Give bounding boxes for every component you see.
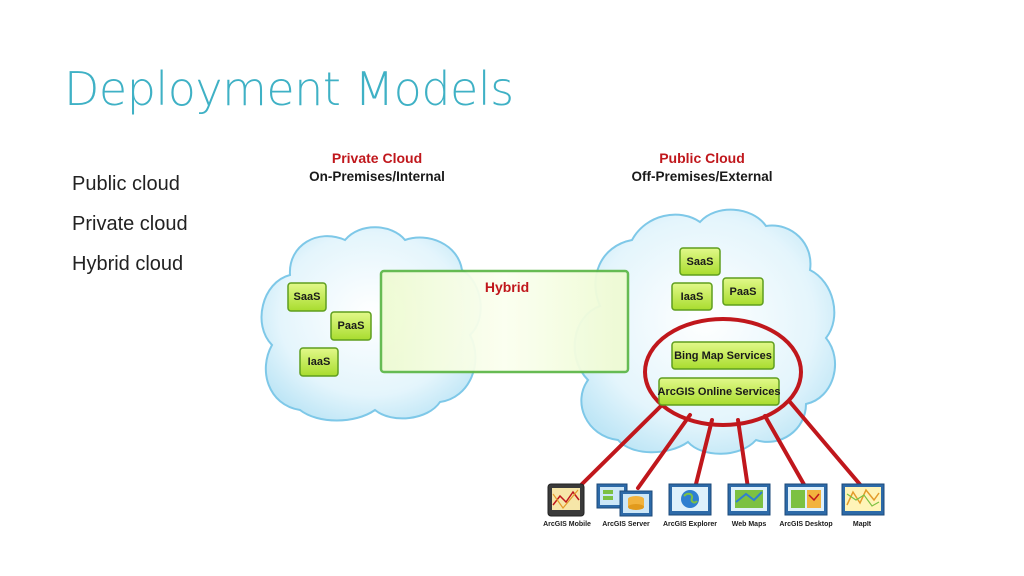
client-arcgis-explorer: ArcGIS Explorer bbox=[663, 483, 717, 528]
public-cloud-title: Public Cloud bbox=[659, 150, 745, 166]
public-saas-box: SaaS bbox=[679, 247, 721, 276]
svg-text:Web Maps: Web Maps bbox=[732, 521, 767, 528]
desktop-icon bbox=[784, 483, 828, 516]
svg-text:PaaS: PaaS bbox=[338, 320, 365, 332]
spreadsheet-map-icon bbox=[841, 483, 885, 516]
svg-text:ArcGIS Mobile: ArcGIS Mobile bbox=[543, 521, 591, 528]
public-iaas-box: IaaS bbox=[671, 282, 713, 311]
server-icon bbox=[596, 483, 653, 517]
client-arcgis-desktop: ArcGIS Desktop bbox=[779, 483, 833, 528]
arcgis-online-services-box: ArcGIS Online Services bbox=[658, 377, 781, 406]
bullet-private-cloud: Private cloud bbox=[72, 213, 188, 235]
svg-text:SaaS: SaaS bbox=[687, 256, 714, 268]
bing-map-services-box: Bing Map Services bbox=[671, 341, 775, 370]
svg-text:ArcGIS Explorer: ArcGIS Explorer bbox=[663, 521, 717, 528]
service-connectors bbox=[576, 400, 865, 490]
svg-text:ArcGIS Desktop: ArcGIS Desktop bbox=[779, 521, 832, 528]
private-paas-box: PaaS bbox=[330, 311, 372, 341]
private-saas-box: SaaS bbox=[287, 282, 327, 312]
svg-text:ArcGIS Server: ArcGIS Server bbox=[602, 521, 650, 528]
svg-text:SaaS: SaaS bbox=[294, 291, 321, 303]
bullet-hybrid-cloud: Hybrid cloud bbox=[72, 253, 184, 275]
services-ellipse bbox=[643, 317, 803, 427]
private-cloud-title: Private Cloud bbox=[332, 150, 422, 166]
client-arcgis-server: ArcGIS Server bbox=[596, 483, 653, 528]
private-cloud-subtitle: On-Premises/Internal bbox=[309, 169, 445, 184]
svg-text:MapIt: MapIt bbox=[853, 521, 872, 528]
private-iaas-box: IaaS bbox=[299, 347, 339, 377]
hybrid-label: Hybrid bbox=[485, 279, 529, 295]
public-cloud-subtitle: Off-Premises/External bbox=[631, 169, 772, 184]
client-arcgis-mobile: ArcGIS Mobile bbox=[543, 483, 591, 528]
client-web-maps: Web Maps bbox=[727, 483, 771, 528]
slide-title: Deployment Models bbox=[64, 62, 514, 116]
globe-icon bbox=[668, 483, 712, 516]
web-map-icon bbox=[727, 483, 771, 516]
bullet-public-cloud: Public cloud bbox=[72, 173, 180, 195]
svg-text:IaaS: IaaS bbox=[308, 356, 331, 368]
mobile-device-icon bbox=[547, 483, 585, 517]
svg-text:IaaS: IaaS bbox=[681, 291, 704, 303]
svg-text:Bing Map Services: Bing Map Services bbox=[674, 350, 772, 362]
svg-text:PaaS: PaaS bbox=[730, 286, 757, 298]
svg-text:ArcGIS Online Services: ArcGIS Online Services bbox=[658, 386, 781, 398]
hybrid-region: Hybrid bbox=[379, 269, 630, 374]
public-paas-box: PaaS bbox=[722, 277, 764, 306]
client-mapit: MapIt bbox=[841, 483, 885, 528]
bullet-list: Public cloud Private cloud Hybrid cloud bbox=[72, 170, 188, 290]
